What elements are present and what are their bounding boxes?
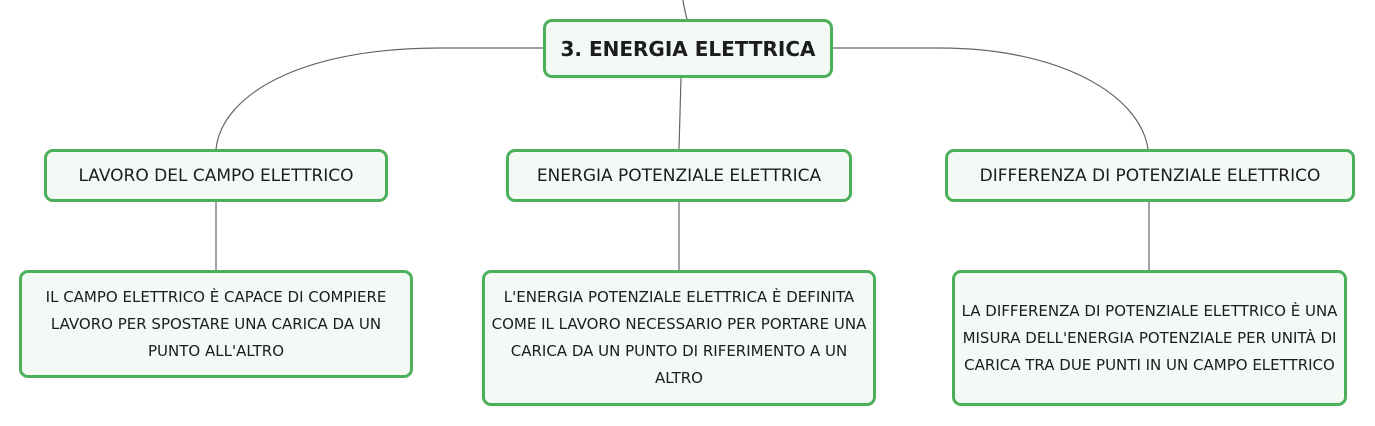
topic-node-label: DIFFERENZA DI POTENZIALE ELETTRICO [979,165,1321,186]
subtopic-node-lavoro[interactable]: IL CAMPO ELETTRICO È CAPACE DI COMPIERE … [19,270,413,378]
connector-root-to-lavoro [215,47,543,150]
connector-root-to-energia [678,77,682,150]
subtopic-node-energia[interactable]: L'ENERGIA POTENZIALE ELETTRICA È DEFINIT… [482,270,876,406]
subtopic-node-text: L'ENERGIA POTENZIALE ELETTRICA È DEFINIT… [491,288,867,387]
connector-parent-to-root [682,0,688,20]
subtopic-node-text: IL CAMPO ELETTRICO È CAPACE DI COMPIERE … [45,287,387,360]
topic-node-energia[interactable]: ENERGIA POTENZIALE ELETTRICA [506,149,852,202]
topic-node-label: ENERGIA POTENZIALE ELETTRICA [536,165,822,186]
topic-node-label: LAVORO DEL CAMPO ELETTRICO [78,165,354,186]
topic-node-differenza[interactable]: DIFFERENZA DI POTENZIALE ELETTRICO [945,149,1355,202]
subtopic-node-text: LA DIFFERENZA DI POTENZIALE ELETTRICO È … [961,301,1338,374]
root-node[interactable]: 3. ENERGIA ELETTRICA [543,19,833,78]
connector-root-to-differenza [833,47,1149,150]
subtopic-node-differenza[interactable]: LA DIFFERENZA DI POTENZIALE ELETTRICO È … [952,270,1347,406]
topic-node-lavoro[interactable]: LAVORO DEL CAMPO ELETTRICO [44,149,388,202]
root-node-label: 3. ENERGIA ELETTRICA [560,36,816,61]
